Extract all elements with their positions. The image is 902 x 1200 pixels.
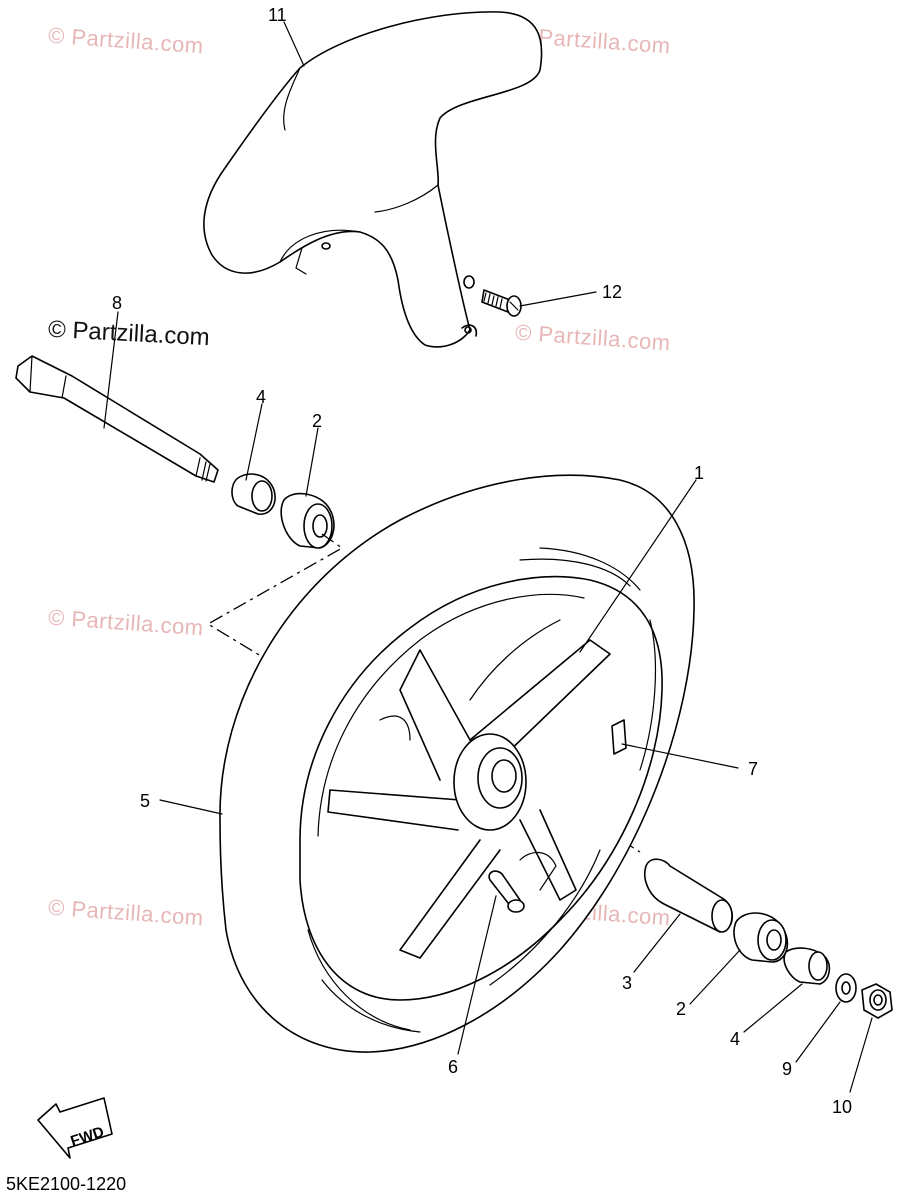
callout-2: 2	[312, 411, 323, 431]
front-wheel	[219, 474, 695, 1053]
callout-2-right: 2	[676, 999, 687, 1019]
leader-lines	[103, 21, 873, 1093]
bearing-left	[280, 492, 335, 549]
callout-5: 5	[140, 791, 151, 811]
callout-10: 10	[832, 1097, 853, 1117]
axis-line	[206, 533, 344, 665]
callout-7: 7	[748, 759, 759, 779]
collar-left	[231, 473, 276, 515]
fwd-arrow: FWD	[37, 1097, 113, 1159]
callout-4-right: 4	[730, 1029, 741, 1049]
washer	[835, 973, 857, 1003]
callout-9: 9	[782, 1059, 793, 1079]
spacer	[644, 858, 734, 933]
fender-bolt	[463, 275, 522, 317]
callout-3: 3	[622, 973, 633, 993]
wheel-axle	[15, 355, 219, 483]
diagram-code: 5KE2100-1220	[6, 1174, 127, 1194]
callout-6: 6	[448, 1057, 459, 1077]
bearing-right	[733, 912, 789, 963]
callout-12: 12	[602, 282, 623, 302]
callout-4: 4	[256, 387, 267, 407]
callout-11: 11	[268, 5, 287, 25]
callout-8: 8	[112, 293, 123, 313]
front-fender	[203, 11, 543, 348]
axle-nut	[861, 983, 893, 1019]
collar-right	[783, 947, 831, 985]
callout-1: 1	[694, 463, 705, 483]
